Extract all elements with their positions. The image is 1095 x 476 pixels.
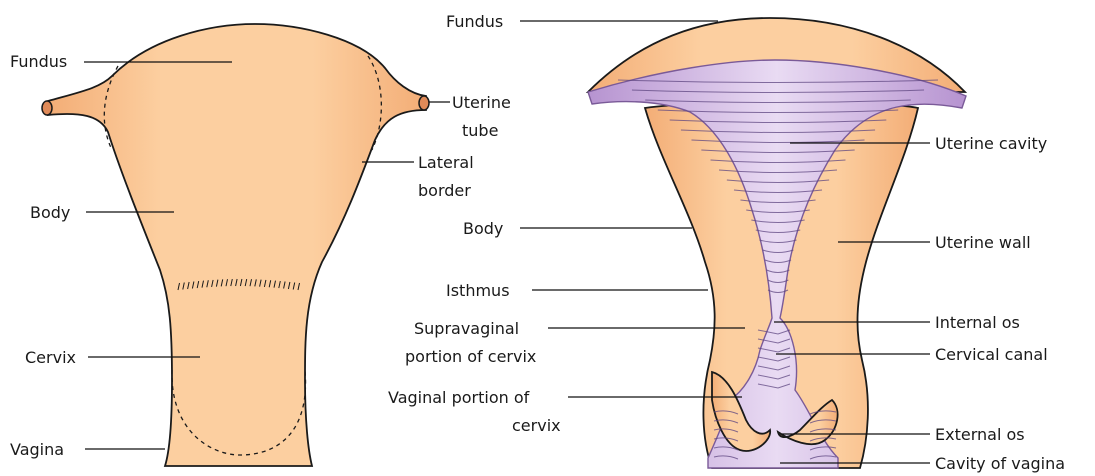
label-uterine-wall: Uterine wall bbox=[935, 233, 1031, 252]
left-uterus bbox=[42, 24, 429, 466]
label-uterine-cavity: Uterine cavity bbox=[935, 134, 1047, 153]
left-tube-opening bbox=[42, 101, 52, 115]
label-external-os: External os bbox=[935, 425, 1025, 444]
label-supravaginal-line1: Supravaginal bbox=[414, 319, 519, 338]
label-vaginal-portion-line2: cervix bbox=[512, 416, 561, 435]
label-vaginal-portion-line1: Vaginal portion of bbox=[388, 388, 530, 407]
label-right-fundus: Fundus bbox=[446, 12, 503, 31]
label-cervical-canal: Cervical canal bbox=[935, 345, 1048, 364]
label-left-body: Body bbox=[30, 203, 70, 222]
label-internal-os: Internal os bbox=[935, 313, 1020, 332]
right-uterus-section bbox=[588, 18, 966, 468]
label-left-cervix: Cervix bbox=[25, 348, 76, 367]
right-tube-opening bbox=[419, 96, 429, 110]
label-supravaginal-line2: portion of cervix bbox=[405, 347, 536, 366]
label-left-vagina: Vagina bbox=[10, 440, 64, 459]
label-lateral-border-line2: border bbox=[418, 181, 471, 200]
label-uterine-tube-line1: Uterine bbox=[452, 93, 511, 112]
label-lateral-border-line1: Lateral bbox=[418, 153, 474, 172]
left-uterus-outline bbox=[48, 24, 426, 466]
label-right-body: Body bbox=[463, 219, 503, 238]
label-left-fundus: Fundus bbox=[10, 52, 67, 71]
label-uterine-tube-line2: tube bbox=[462, 121, 498, 140]
label-right-isthmus: Isthmus bbox=[446, 281, 510, 300]
label-cavity-of-vagina: Cavity of vagina bbox=[935, 454, 1065, 473]
